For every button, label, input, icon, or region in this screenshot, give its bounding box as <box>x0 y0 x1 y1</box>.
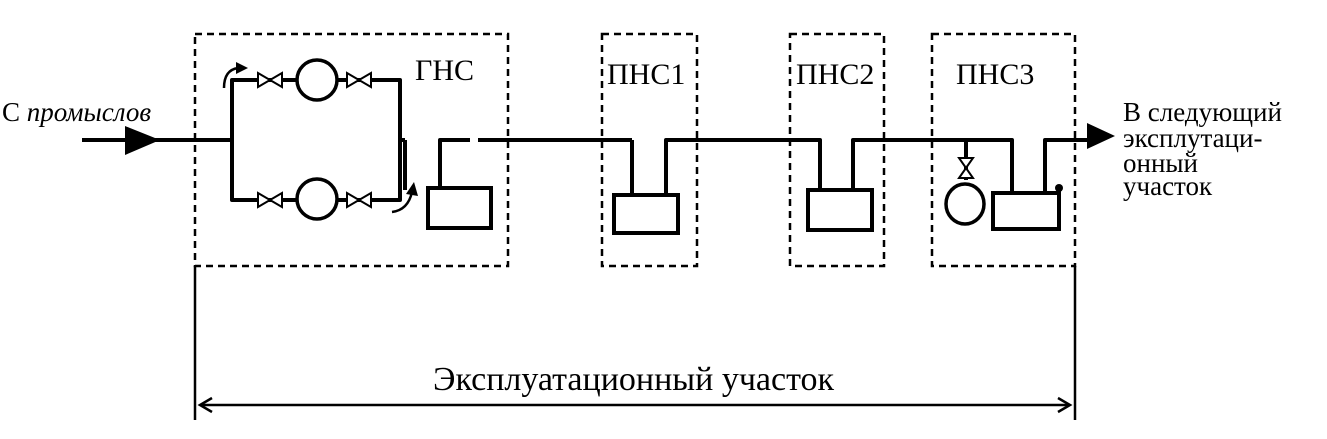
pump-icon <box>295 58 339 102</box>
inlet-label-word: промыслов <box>27 97 152 127</box>
p3-pump-branch <box>944 140 1063 226</box>
main-tank-icon <box>403 143 493 230</box>
outlet-label-line: онный <box>1123 148 1198 178</box>
flow-arrow-icon <box>222 62 248 89</box>
inlet-label-prefix: С <box>2 97 20 127</box>
outlet-label-line: эксплутаци- <box>1123 123 1262 153</box>
station-frame-p3 <box>930 32 1077 268</box>
main-pipeline <box>82 138 1090 196</box>
station-frame-p1 <box>600 32 699 268</box>
outlet-label-line: участок <box>1123 171 1213 201</box>
valve-icon <box>257 191 283 209</box>
outlet-arrow-icon <box>1087 123 1115 149</box>
section-span <box>193 266 1077 420</box>
station-label-p3: ПНС3 <box>956 58 1034 91</box>
station-label-p1: ПНС1 <box>607 58 685 91</box>
station-frame-main <box>193 32 510 268</box>
valve-icon <box>257 71 283 89</box>
flow-arrow-icon <box>391 182 418 214</box>
station-label-p2: ПНС2 <box>796 58 874 91</box>
station-frame-p2 <box>788 32 886 268</box>
section-label: Эксплуатационный участок <box>433 361 835 398</box>
p1-tank-icon <box>612 193 680 235</box>
inlet-arrow-icon <box>125 126 160 155</box>
outlet-label: В следующий эксплутаци- онный участок <box>1123 97 1282 201</box>
outlet-label-line: В следующий <box>1123 97 1282 127</box>
pump-manifold <box>230 78 402 202</box>
valve-icon <box>346 191 372 209</box>
valve-icon <box>346 71 372 89</box>
p2-tank-icon <box>806 188 874 232</box>
station-label-main: ГНС <box>415 54 474 87</box>
inlet-label: С промыслов <box>2 97 151 127</box>
pump-icon <box>295 177 339 221</box>
p3-tank-icon <box>991 191 1061 231</box>
